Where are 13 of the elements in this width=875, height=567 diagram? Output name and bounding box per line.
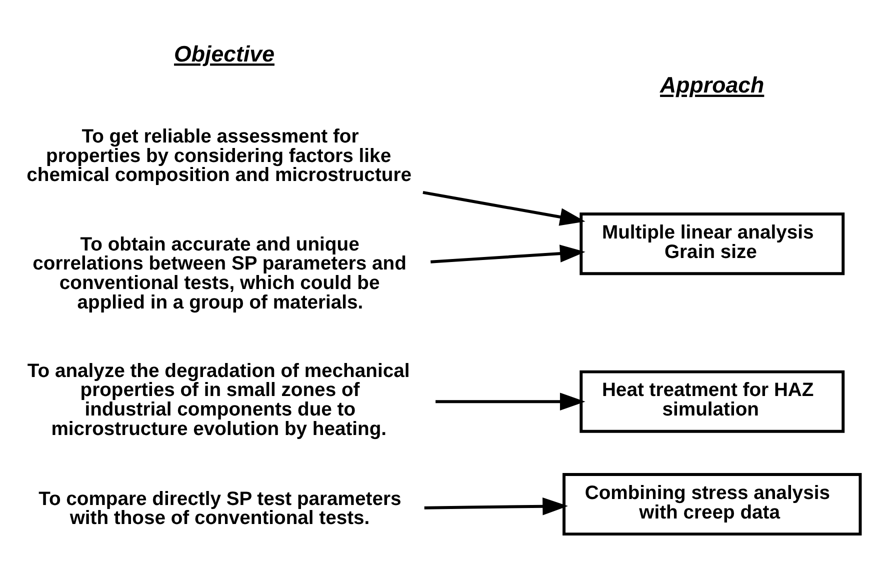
label: Approach bbox=[660, 72, 764, 98]
node-box: Heat treatment for HAZ simulation bbox=[580, 370, 845, 432]
arrow bbox=[436, 392, 586, 410]
arrow bbox=[430, 244, 586, 263]
node-text: To obtain accurate and unique correlations between SP parameters and conventional tests, which could be applied in a group of materials. bbox=[32, 232, 406, 313]
node-text: To compare directly SP test parameters with those of conventional tests. bbox=[38, 487, 402, 529]
node-text: To analyze the degradation of mechanical properties of in small zones of industrial components due to microstructure evolution by heating. bbox=[27, 359, 410, 440]
node-text: To get reliable assessment for properties by considering factors like chemical composition and microstructure bbox=[26, 124, 412, 186]
node-box: Combining stress analysis with creep data bbox=[562, 472, 862, 536]
label: Objective bbox=[174, 40, 274, 66]
arrow bbox=[422, 190, 586, 226]
node-box: Multiple linear analysis Grain size bbox=[580, 212, 845, 275]
arrow bbox=[424, 497, 568, 515]
